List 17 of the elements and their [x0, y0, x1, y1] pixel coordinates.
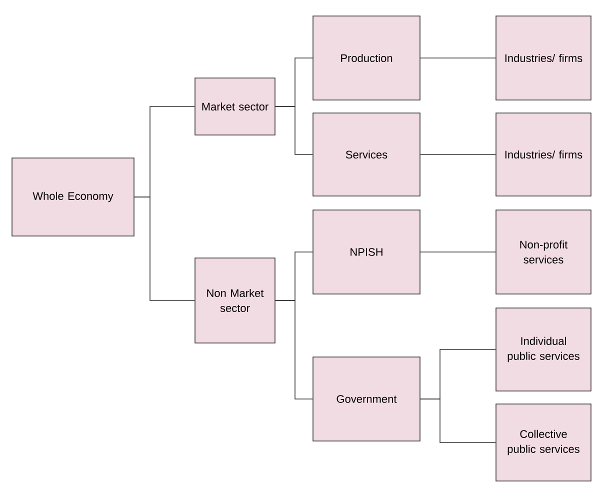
connector-line	[275, 300, 313, 400]
process-box: Whole Economy	[12, 158, 134, 236]
process-box: Market sector	[194, 78, 276, 136]
process-box: Government	[312, 356, 420, 442]
connector-line	[275, 106, 313, 155]
process-box: Industries/ firms	[496, 16, 592, 100]
process-box: Production	[312, 16, 420, 100]
process-box: Non-profit services	[496, 210, 592, 294]
connector-line	[420, 398, 496, 443]
process-box: Non Market sector	[194, 258, 276, 344]
process-box: Services	[312, 112, 420, 196]
process-box: Individual public services	[496, 308, 592, 392]
process-box: Industries/ firms	[496, 112, 592, 196]
process-box: NPISH	[312, 210, 420, 294]
connector-line	[134, 196, 195, 301]
connector-line	[420, 154, 496, 155]
process-box: Collective public services	[496, 404, 592, 482]
